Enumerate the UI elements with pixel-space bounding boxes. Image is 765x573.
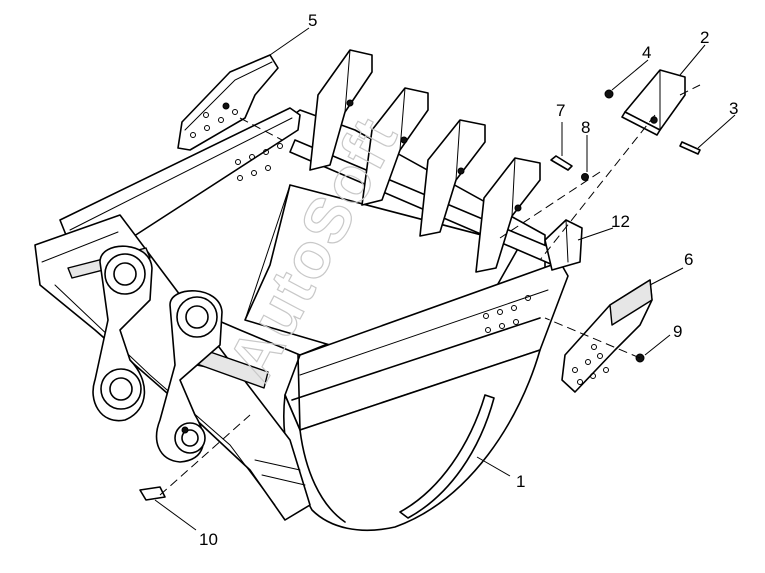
callout-5: 5 [308, 11, 317, 30]
callout-10: 10 [199, 530, 218, 549]
tooth-2 [361, 87, 429, 206]
tooth-3 [419, 119, 486, 237]
callout-3: 3 [729, 99, 738, 118]
bolt-7 [550, 155, 573, 171]
callout-2: 2 [700, 28, 709, 47]
side-cutter-5 [177, 54, 283, 151]
leader-lines [154, 27, 736, 531]
callout-4: 4 [642, 43, 651, 62]
callout-7: 7 [556, 101, 565, 120]
retainer-4 [604, 89, 614, 99]
tooth-5 [544, 219, 583, 271]
tooth-exploded [621, 69, 686, 136]
hinge-ear-left [92, 245, 153, 422]
side-bolt-holes-left [235, 143, 283, 181]
washer-8 [581, 173, 589, 181]
retaining-pin-3 [679, 141, 701, 155]
callout-12: 12 [611, 212, 630, 231]
tooth-1 [309, 49, 373, 171]
side-bolt-holes-right [483, 295, 531, 333]
side-cutter-6 [561, 279, 653, 393]
bucket-teeth [309, 49, 583, 273]
callout-8: 8 [581, 118, 590, 137]
hinge-ear-right [155, 290, 223, 463]
callout-9: 9 [673, 322, 682, 341]
callouts: 1 2 3 4 5 6 7 8 9 10 12 [199, 11, 738, 549]
callout-1: 1 [516, 472, 525, 491]
callout-6: 6 [684, 250, 693, 269]
assembly-lines [159, 84, 701, 496]
shim-10 [139, 486, 166, 501]
tooth-4 [475, 157, 541, 273]
